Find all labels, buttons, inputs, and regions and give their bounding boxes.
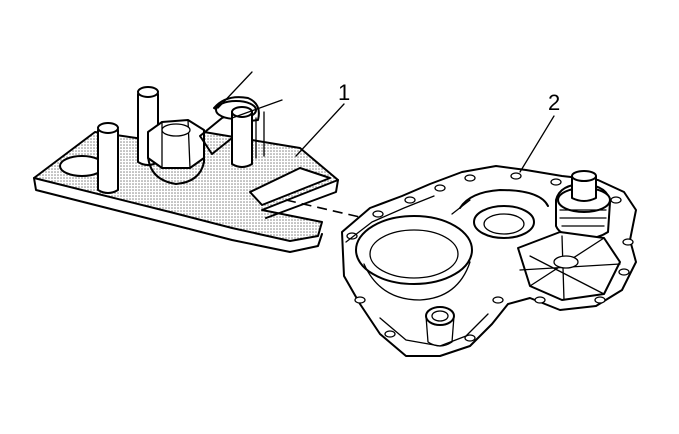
alignment-dashed-line [285, 199, 365, 219]
hex-nut [147, 119, 205, 185]
ribbed-cover [517, 231, 621, 301]
plate-right-edge [265, 179, 339, 219]
bolt-holes [346, 172, 634, 342]
upright-post [213, 96, 260, 168]
callout-2: 2 [519, 90, 560, 173]
plate-front-edge [33, 177, 323, 253]
fixture-leaders [217, 71, 283, 159]
pin-left [97, 122, 119, 194]
output-gear [555, 170, 611, 240]
housing-main-bore [355, 215, 473, 285]
callout-1: 1 [295, 80, 350, 157]
transfer-case-housing [341, 165, 637, 357]
housing-second-bore [473, 205, 535, 239]
callout-1-label: 1 [338, 80, 350, 105]
callout-2-label: 2 [548, 90, 560, 115]
plate-slot [249, 167, 331, 206]
housing-outline [341, 165, 637, 357]
